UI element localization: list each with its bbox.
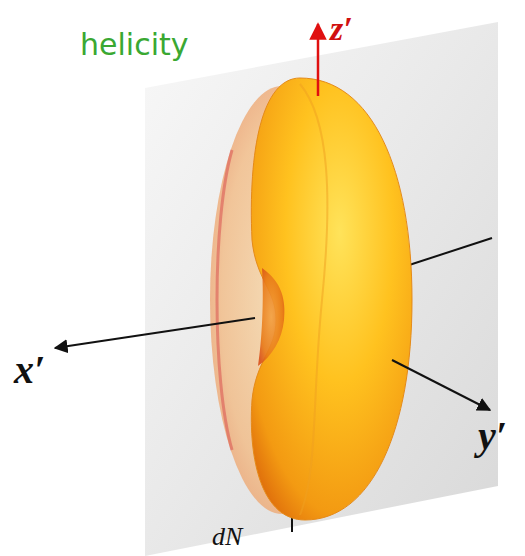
formula-text: dN — [212, 524, 242, 550]
axis-line — [400, 238, 492, 268]
axis-title: helicity — [80, 30, 189, 60]
axis-arrow — [317, 24, 320, 96]
torus-shade — [300, 84, 327, 515]
axis-arrow — [392, 360, 490, 410]
torus-hole — [258, 268, 284, 366]
plane — [145, 22, 498, 556]
axis-label: x′ — [14, 350, 45, 390]
axis-label: z′ — [330, 12, 353, 46]
axis-label: y′ — [478, 416, 507, 456]
torus-front — [251, 78, 412, 520]
axis-arrow — [55, 318, 255, 348]
torus-shade — [217, 150, 232, 450]
